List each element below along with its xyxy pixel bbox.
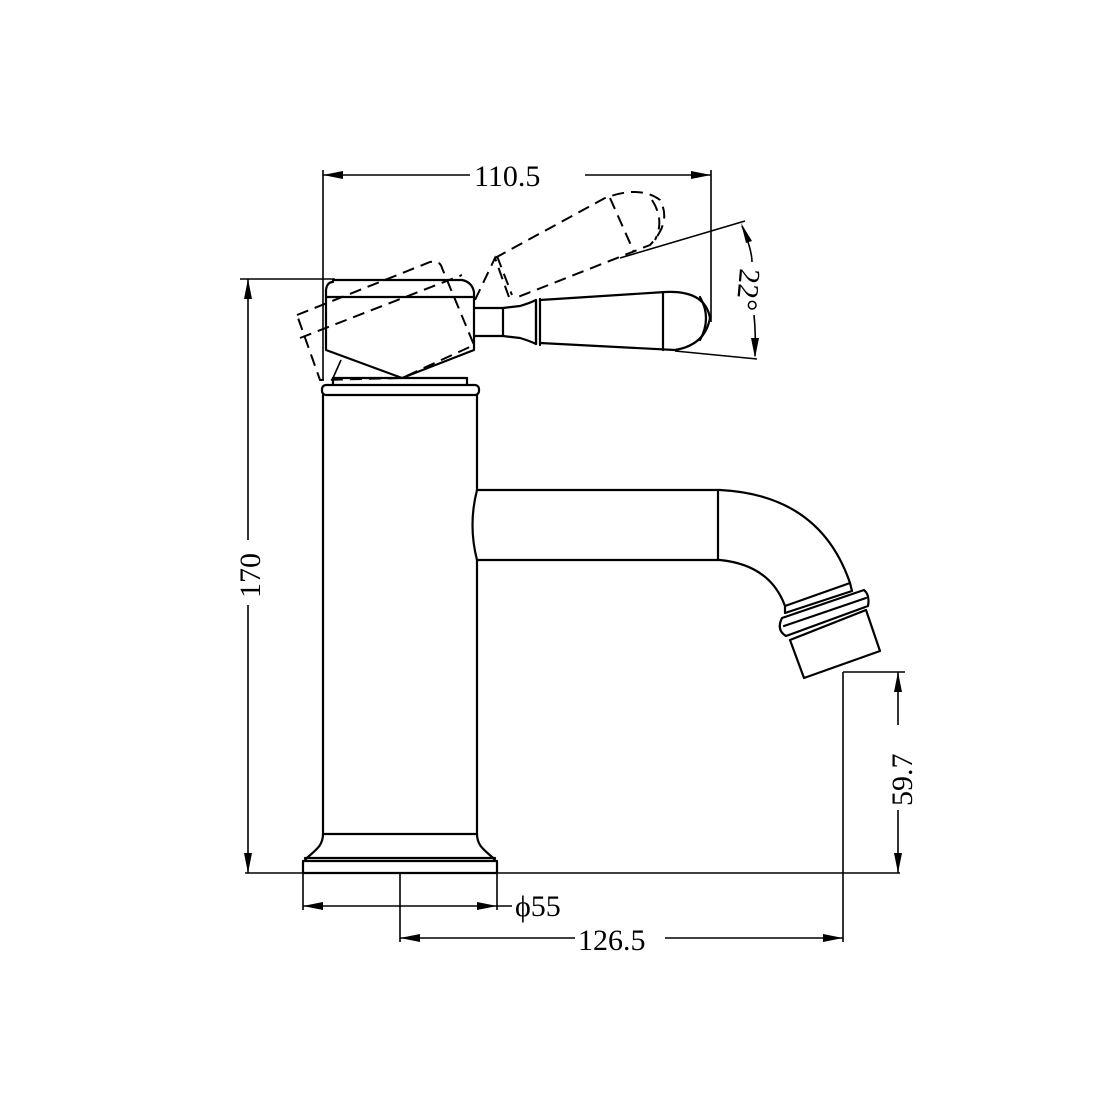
faucet-body [301,278,499,875]
dim-base-diameter-label: ϕ55 [515,890,561,923]
dim-handle-angle-label: 22° [729,267,766,312]
dim-handle-reach-label: 110.5 [474,160,540,193]
dim-overall-height-label: 170 [234,553,267,598]
dim-spout-reach-label: 126.5 [578,924,646,957]
lever-handle [473,290,712,352]
spout [471,488,882,680]
dimension-lines [240,170,905,942]
lever-handle-raised [295,191,666,382]
dim-spout-outlet-height-label: 59.7 [886,754,919,807]
